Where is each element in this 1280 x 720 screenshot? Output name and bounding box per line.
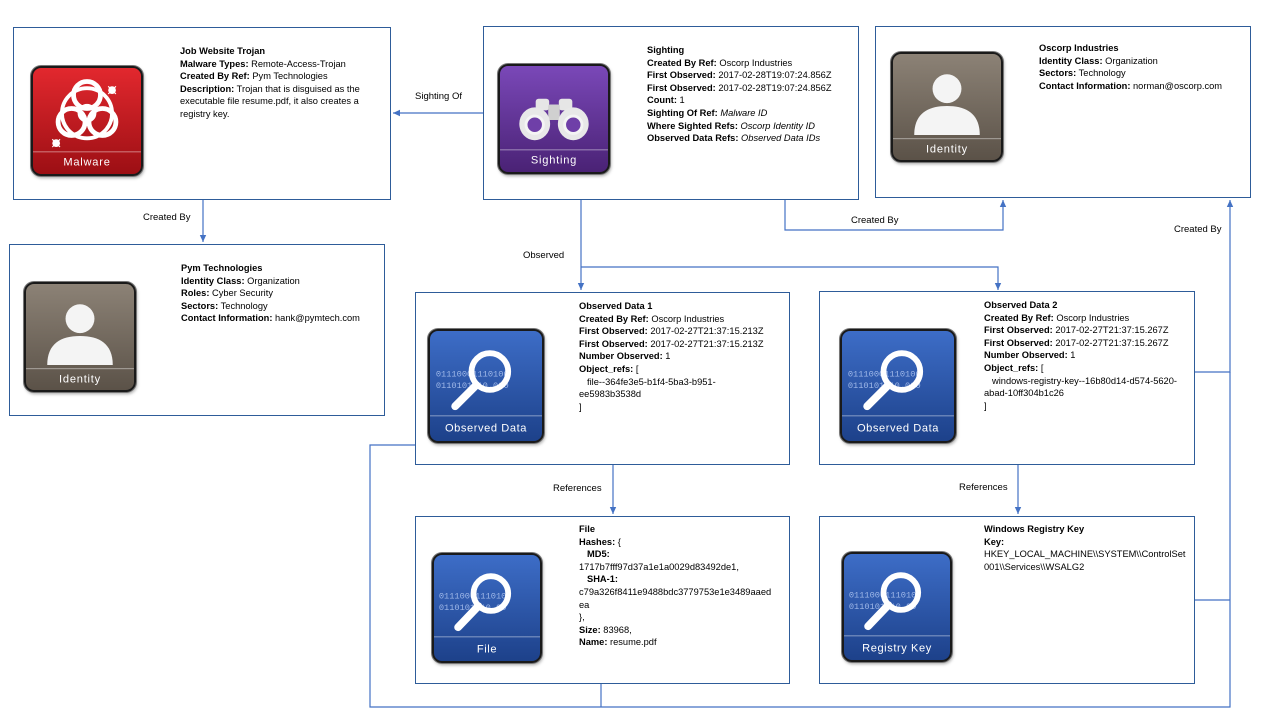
edge-label-created-by: Created By <box>143 212 191 223</box>
magnifier-binary-icon: 01110001110100 0110101110.000 Observed D… <box>428 329 544 443</box>
file-node[interactable]: 0111000111010 0110101110.00 File File Ha… <box>415 516 790 684</box>
oscorp-identity-node[interactable]: Identity Oscorp Industries Identity Clas… <box>875 26 1251 198</box>
edge-label-created-by: Created By <box>851 215 899 226</box>
registry-key-details: Windows Registry Key Key: HKEY_LOCAL_MAC… <box>984 524 1186 572</box>
icon-caption: Identity <box>926 143 968 155</box>
node-title: Oscorp Industries <box>1039 43 1119 53</box>
magnifier-binary-icon: 01110001110100 0110101110.000 Observed D… <box>840 329 956 443</box>
icon-caption: Registry Key <box>862 642 932 654</box>
binoculars-icon: Sighting <box>498 64 610 174</box>
observed-data-1-details: Observed Data 1 Created By Ref: Oscorp I… <box>579 301 764 412</box>
observed-data-1-node[interactable]: 01110001110100 0110101110.000 Observed D… <box>415 292 790 465</box>
sighting-details: Sighting Created By Ref: Oscorp Industri… <box>647 45 832 144</box>
malware-node[interactable]: Malware Job Website Trojan Malware Types… <box>13 27 391 200</box>
sighting-node[interactable]: Sighting Sighting Created By Ref: Oscorp… <box>483 26 859 200</box>
icon-caption: File <box>477 643 497 655</box>
edge-label-references: References <box>959 482 1008 493</box>
edge-observed-2 <box>581 266 1002 290</box>
node-title: Windows Registry Key <box>984 524 1085 534</box>
magnifier-binary-icon: 0111000111010 0110101110.00 File <box>432 553 542 663</box>
file-details: File Hashes: { MD5: 1717b7fff97d37a1e1a0… <box>579 524 772 648</box>
edge-label-created-by: Created By <box>1174 224 1222 235</box>
node-title: Sighting <box>647 45 685 55</box>
node-title: Job Website Trojan <box>180 46 266 56</box>
observed-data-2-node[interactable]: 01110001110100 0110101110.000 Observed D… <box>819 291 1195 465</box>
icon-caption: Malware <box>63 156 110 168</box>
edge-label-observed: Observed <box>523 250 565 261</box>
node-title: File <box>579 524 596 534</box>
oscorp-details: Oscorp Industries Identity Class: Organi… <box>1039 43 1223 91</box>
person-silhouette-icon: Identity <box>24 282 136 392</box>
icon-caption: Identity <box>59 373 101 385</box>
icon-caption: Sighting <box>531 154 577 166</box>
observed-data-2-details: Observed Data 2 Created By Ref: Oscorp I… <box>984 300 1177 411</box>
icon-caption: Observed Data <box>857 422 939 434</box>
edge-label-sighting-of: Sighting Of <box>415 91 462 102</box>
node-title: Pym Technologies <box>181 263 263 273</box>
edge-sighting-created-by <box>784 198 1007 231</box>
person-silhouette-icon: Identity <box>891 52 1003 162</box>
malware-details: Job Website Trojan Malware Types: Remote… <box>180 46 360 119</box>
node-title: Observed Data 1 <box>579 301 653 311</box>
edge-label-references: References <box>553 483 602 494</box>
pym-identity-node[interactable]: Identity Pym Technologies Identity Class… <box>9 244 385 416</box>
biohazard-icon: Malware <box>31 66 143 176</box>
icon-caption: Observed Data <box>445 422 527 434</box>
registry-key-node[interactable]: 0111000111010 0110101110.00 Registry Key… <box>819 516 1195 684</box>
node-title: Observed Data 2 <box>984 300 1058 310</box>
magnifier-binary-icon: 0111000111010 0110101110.00 Registry Key <box>842 552 952 662</box>
pym-details: Pym Technologies Identity Class: Organiz… <box>181 263 360 324</box>
